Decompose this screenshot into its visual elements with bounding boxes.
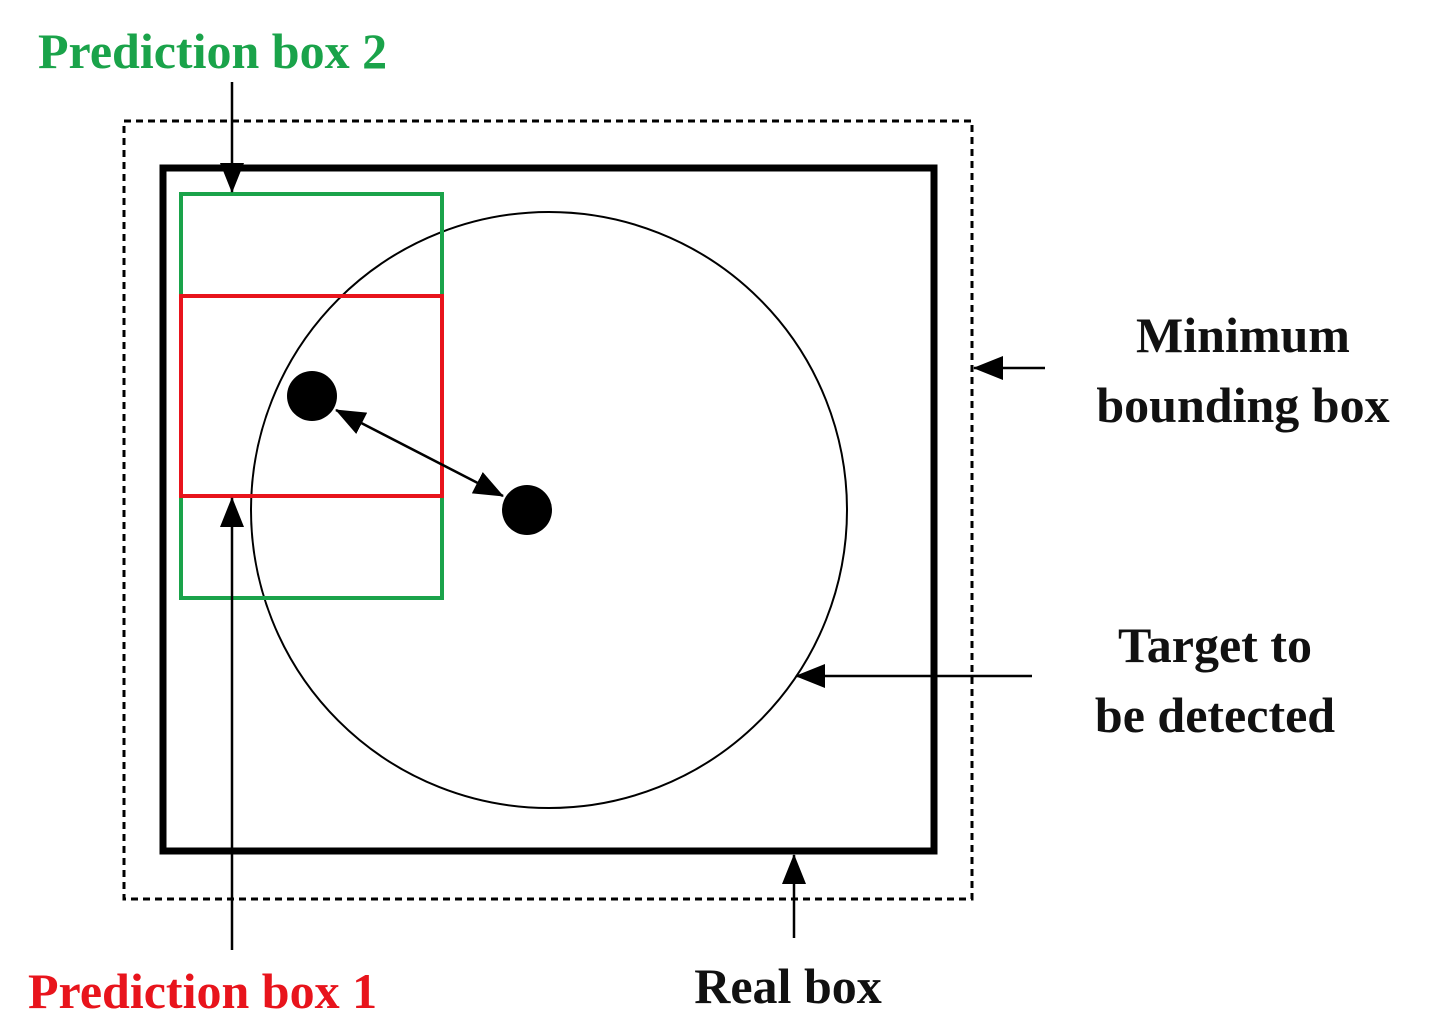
- prediction-center-point: [287, 371, 337, 421]
- target-label-line1: Target to: [1118, 617, 1312, 673]
- prediction-box-2-label: Prediction box 2: [38, 23, 387, 79]
- minimum-bounding-box-label-line2: bounding box: [1096, 377, 1389, 433]
- real-box: [159, 164, 938, 855]
- real-box-label: Real box: [694, 958, 882, 1014]
- minimum-bounding-box-label-line1: Minimum: [1136, 307, 1350, 363]
- target-center-point: [502, 485, 552, 535]
- center-distance-arrow: [335, 408, 504, 498]
- target-label-line2: be detected: [1095, 687, 1335, 743]
- target-circle: [250, 211, 848, 809]
- prediction-box-1: [179, 294, 444, 498]
- prediction-box-1-label: Prediction box 1: [28, 963, 377, 1019]
- minimum-bounding-box: [122, 119, 974, 901]
